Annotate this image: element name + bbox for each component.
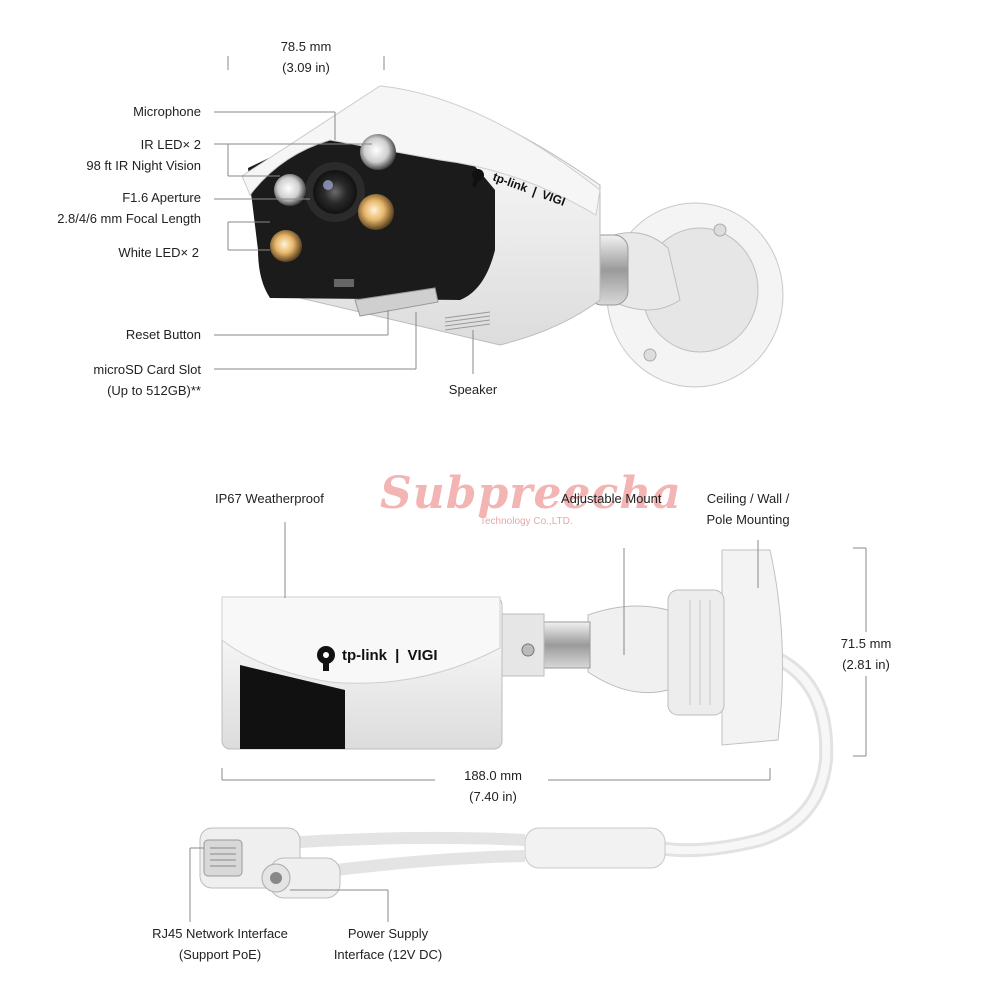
dc-connector xyxy=(261,857,341,899)
white-led xyxy=(270,230,302,262)
white-led xyxy=(358,194,394,230)
label-reset-button: Reset Button xyxy=(125,327,201,342)
top-mount xyxy=(587,202,784,388)
lens xyxy=(313,170,357,214)
label-adjustable-mount: Adjustable Mount xyxy=(561,491,662,506)
side-mount xyxy=(499,549,783,746)
label-ir-led: IR LED× 2 98 ft IR Night Vision xyxy=(86,137,201,173)
label-white-led: White LED× 2 xyxy=(118,245,199,260)
ir-led xyxy=(360,134,396,170)
label-microsd-slot: microSD Card Slot (Up to 512GB)** xyxy=(93,362,201,398)
side-camera-image xyxy=(199,549,834,899)
width-dimension: 78.5 mm (3.09 in) xyxy=(280,39,332,75)
side-camera-front xyxy=(240,665,345,749)
watermark: Subpreecha Technology Co.,LTD. xyxy=(380,468,682,527)
brand-logo-side: tp-link | VIGI xyxy=(342,647,438,664)
label-speaker: Speaker xyxy=(448,382,498,397)
label-ip67: IP67 Weatherproof xyxy=(215,491,324,506)
label-power-supply: Power Supply Interface (12V DC) xyxy=(333,926,443,962)
ir-led xyxy=(274,174,306,206)
top-leader-lines xyxy=(214,56,474,374)
height-dimension: 71.5 mm (2.81 in) xyxy=(840,636,892,672)
length-dimension: 188.0 mm (7.40 in) xyxy=(464,768,522,804)
side-leader-lines xyxy=(189,522,867,922)
top-camera-image xyxy=(241,85,784,388)
label-mounting: Ceiling / Wall / Pole Mounting xyxy=(706,491,790,527)
label-microphone: Microphone xyxy=(133,104,201,119)
cable-junction xyxy=(524,827,666,869)
label-rj45: RJ45 Network Interface (Support PoE) xyxy=(152,926,288,962)
label-aperture: F1.6 Aperture 2.8/4/6 mm Focal Length xyxy=(57,190,201,226)
